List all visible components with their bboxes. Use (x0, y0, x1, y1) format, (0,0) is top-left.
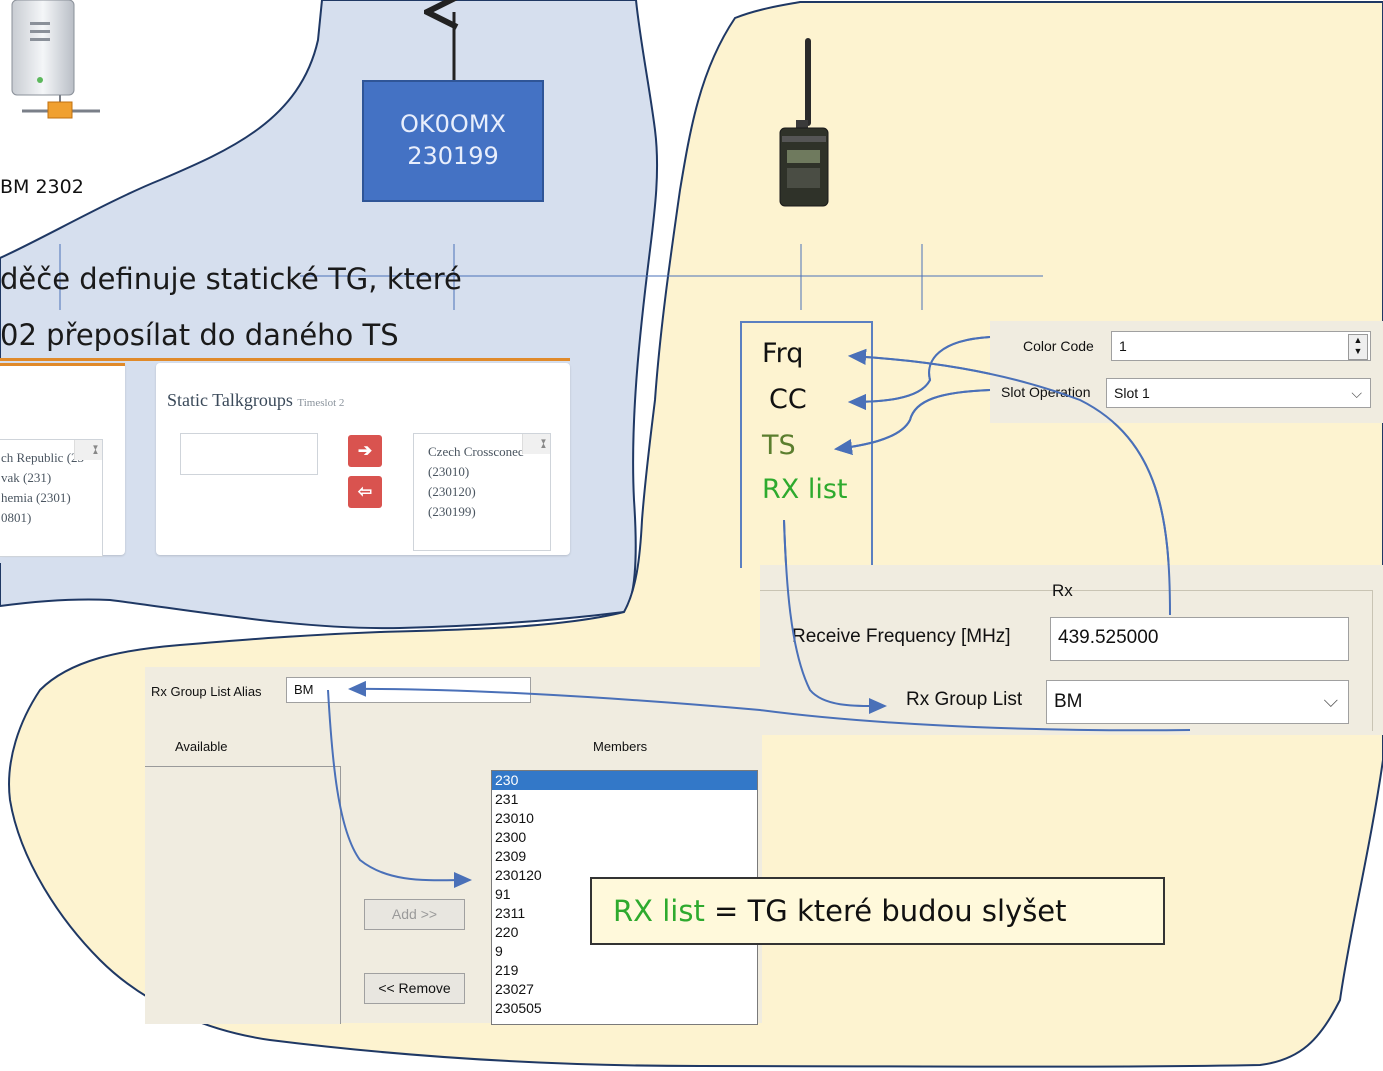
guide-lines (59, 244, 1043, 310)
cps-channel-panel: Color Code 1 ▲▼ Slot Operation Slot 1 ⌵ (990, 321, 1383, 423)
bm-card-left: ch Republic (23 vak (231) hemia (2301) 0… (0, 363, 125, 557)
radio-icon (779, 38, 829, 207)
list-item[interactable]: 2300 (495, 829, 527, 845)
server-icon (11, 0, 100, 119)
rx-list-note: RX list = TG které budou slyšet (590, 877, 1165, 945)
list-item[interactable]: 0801) (1, 510, 32, 525)
list-item[interactable]: (230199) (428, 504, 476, 519)
description-line-1: děče definuje statické TG, které (0, 262, 462, 296)
repeater-callsign: OK0OMX (400, 110, 506, 138)
rx-group-list-label: Rx Group List (906, 689, 1023, 710)
talkgroup-input[interactable] (180, 433, 318, 475)
members-label: Members (593, 739, 648, 754)
list-item[interactable]: 23010 (495, 810, 534, 826)
talkgroup-list-available[interactable]: ch Republic (23 vak (231) hemia (2301) 0… (0, 439, 103, 557)
list-item[interactable]: 219 (495, 962, 519, 978)
available-label: Available (175, 739, 228, 754)
chevron-down-icon: ⌵ (1351, 385, 1362, 401)
list-item[interactable]: 220 (495, 924, 519, 940)
scrollbar[interactable]: ▲▼ (74, 440, 102, 460)
receive-frequency-input[interactable]: 439.525000 (1050, 617, 1349, 661)
rx-group-alias-label: Rx Group List Alias (151, 684, 262, 699)
remove-talkgroup-button[interactable]: ⇦ (348, 476, 382, 508)
param-cc: CC (769, 384, 807, 415)
color-code-label: Color Code (1023, 338, 1094, 354)
param-rx-list: RX list (762, 474, 848, 505)
receive-frequency-label: Receive Frequency [MHz] (792, 626, 1011, 647)
list-item[interactable]: (23010) (428, 464, 470, 479)
note-highlight: RX list (613, 894, 705, 928)
list-item[interactable]: Czech Crossconec (428, 444, 524, 459)
brandmeister-panel: ch Republic (23 vak (231) hemia (2301) 0… (0, 358, 570, 563)
available-list[interactable] (145, 766, 341, 1024)
list-item[interactable]: hemia (2301) (1, 490, 71, 505)
add-talkgroup-button[interactable]: ➔ (348, 435, 382, 467)
rx-panel: Rx Receive Frequency [MHz] 439.525000 Rx… (760, 565, 1383, 735)
list-item[interactable]: (230120) (428, 484, 476, 499)
rx-section-title: Rx (1052, 581, 1073, 600)
static-talkgroups-title: Static Talkgroups Timeslot 2 (167, 390, 345, 410)
static-talkgroups-list[interactable]: Czech Crossconec (23010) (230120) (23019… (413, 433, 551, 551)
list-item[interactable]: 23027 (495, 981, 534, 997)
list-item[interactable]: 2311 (495, 905, 526, 921)
rx-group-list-select[interactable]: BM ⌵ (1046, 680, 1349, 724)
list-item[interactable]: 2309 (495, 848, 527, 864)
channel-parameters-box (740, 321, 873, 568)
repeater-box: OK0OMX 230199 (362, 80, 544, 202)
rx-group-list-panel: Rx Group List Alias BM Available Members… (145, 667, 762, 1025)
slot-operation-select[interactable]: Slot 1 ⌵ (1106, 378, 1371, 408)
rx-group-alias-input[interactable]: BM (286, 677, 531, 703)
scrollbar[interactable]: ▲▼ (522, 434, 550, 454)
list-item[interactable]: 91 (495, 886, 511, 902)
note-text: = TG které budou slyšet (704, 894, 1067, 928)
description-line-2: 02 přeposílat do daného TS (0, 318, 399, 352)
color-code-stepper[interactable]: 1 ▲▼ (1111, 331, 1371, 361)
list-item[interactable]: ch Republic (23 (1, 450, 85, 465)
list-item[interactable]: 9 (495, 943, 503, 959)
list-item[interactable]: 230505 (495, 1000, 542, 1016)
stepper-arrows-icon[interactable]: ▲▼ (1348, 334, 1368, 360)
slot-operation-label: Slot Operation (1001, 384, 1091, 400)
static-talkgroups-card: Static Talkgroups Timeslot 2 ➔ ⇦ Czech C… (156, 363, 570, 555)
add-button[interactable]: Add >> (364, 899, 465, 930)
param-frq: Frq (762, 338, 804, 369)
remove-button[interactable]: << Remove (364, 973, 465, 1004)
list-item[interactable]: vak (231) (1, 470, 52, 485)
server-label: BM 2302 (0, 176, 84, 198)
chevron-down-icon: ⌵ (1323, 691, 1338, 712)
param-ts: TS (762, 430, 796, 461)
list-item[interactable]: 231 (495, 791, 519, 807)
list-item[interactable]: 230120 (495, 867, 542, 883)
repeater-id: 230199 (407, 142, 499, 170)
list-item[interactable]: 230 (492, 771, 757, 790)
